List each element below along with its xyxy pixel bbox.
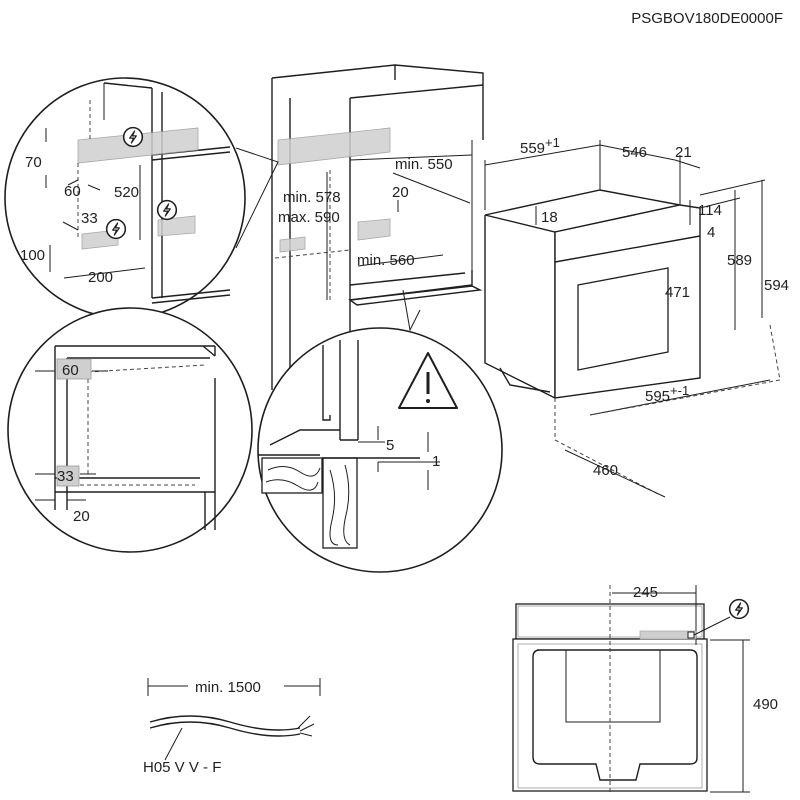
oven-depth-body: 546 <box>622 144 647 161</box>
rear-width: 245 <box>633 584 658 601</box>
niche-max-height: max. 590 <box>278 209 340 226</box>
oven-total-height: 594 <box>764 277 789 294</box>
electrical-connection-icon <box>122 126 144 148</box>
oven-body <box>484 189 701 399</box>
electrical-connection-icon <box>105 218 127 240</box>
niche-min-width: min. 560 <box>357 252 415 269</box>
oven-body-height: 589 <box>727 252 752 269</box>
oven-panel: 114 <box>698 202 722 219</box>
detail-top-dim-520: 520 <box>114 184 139 201</box>
detail-top-dim-60: 60 <box>64 183 81 200</box>
power-cable <box>147 678 321 761</box>
electrical-connection-icon <box>156 199 178 221</box>
oven-front: 21 <box>675 144 692 161</box>
worktop-gap: 5 <box>386 437 394 454</box>
warning-triangle-icon <box>398 352 458 409</box>
detail-top-left <box>4 77 279 319</box>
detail-top-dim-100: 100 <box>20 247 45 264</box>
cable-type: H05 V V - F <box>143 759 221 776</box>
oven-offset: 4 <box>707 224 715 241</box>
detail-top-dim-200: 200 <box>88 269 113 286</box>
niche-cabinet <box>271 64 484 390</box>
document-code: PSGBOV180DE0000F <box>631 10 783 27</box>
niche-min-height: min. 578 <box>283 189 341 206</box>
detail-side-dim-20: 20 <box>73 508 90 525</box>
detail-side-dim-60: 60 <box>62 362 79 379</box>
oven-depth-bottom: 460 <box>593 462 618 479</box>
detail-side-dim-33: 33 <box>57 468 74 485</box>
detail-top-dim-33: 33 <box>81 210 98 227</box>
detail-side <box>7 307 253 553</box>
worktop-offset: 1 <box>432 453 440 470</box>
detail-top-dim-70: 70 <box>25 154 42 171</box>
oven-depth-total: 559+1 <box>520 135 560 157</box>
detail-worktop <box>257 327 503 573</box>
oven-dimensions <box>484 140 781 498</box>
oven-top-gap: 18 <box>541 209 558 226</box>
oven-door-height: 471 <box>665 284 690 301</box>
rear-view <box>512 585 750 795</box>
rear-height: 490 <box>753 696 778 713</box>
oven-width: 595+-1 <box>645 383 689 405</box>
niche-gap-top: 20 <box>392 184 409 201</box>
niche-min-depth: min. 550 <box>395 156 453 173</box>
cable-length: min. 1500 <box>195 679 261 696</box>
electrical-connection-icon <box>728 598 750 620</box>
